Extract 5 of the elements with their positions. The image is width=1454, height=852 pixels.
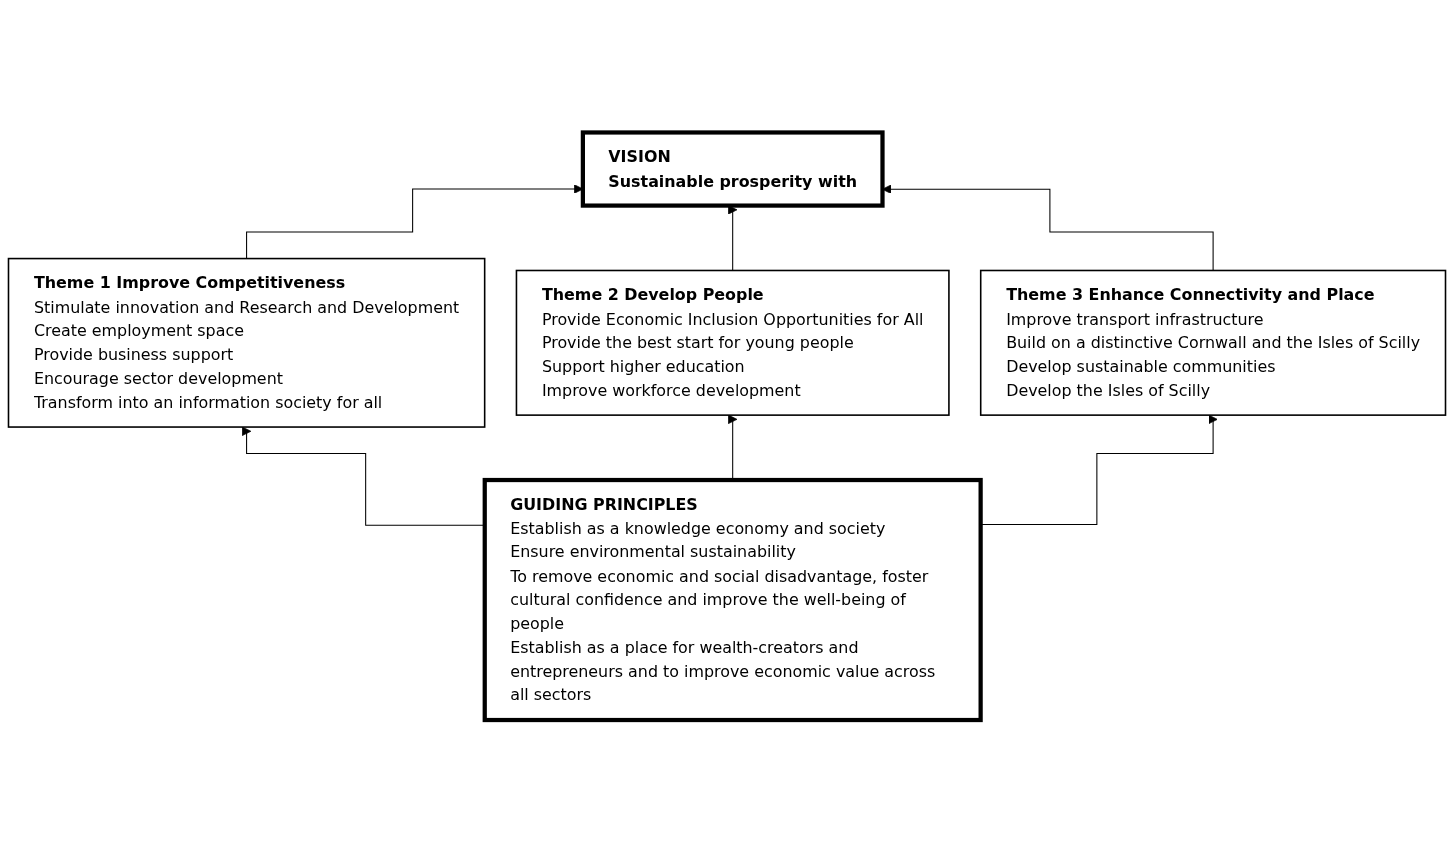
node-box: Theme 2 Develop People Provide Economic Inclusion Opportunities for All Provide the best start for young people Support higher education Improve workforce development (515, 269, 950, 416)
node-box: GUIDING PRINCIPLES Establish as a knowledge economy and society Ensure environmental sustainability To remove economic and social disadvantage, foster cultural confidence and improve the well-being of people Establish as a place for wealth-creators and entrepreneurs and to improve economic value across all sectors (482, 477, 983, 722)
node-box: Theme 1 Improve Competitiveness Stimulate innovation and Research and Development Create employment space Provide business support Encourage sector development Transform into an information society for all (7, 257, 486, 428)
node-box: Theme 3 Enhance Connectivity and Place Improve transport infrastructure Build on a distinctive Cornwall and the Isles of Scilly Develop sustainable communities Develop the Isles of Scilly (979, 269, 1447, 416)
node-box: VISION Sustainable prosperity with (580, 130, 885, 208)
